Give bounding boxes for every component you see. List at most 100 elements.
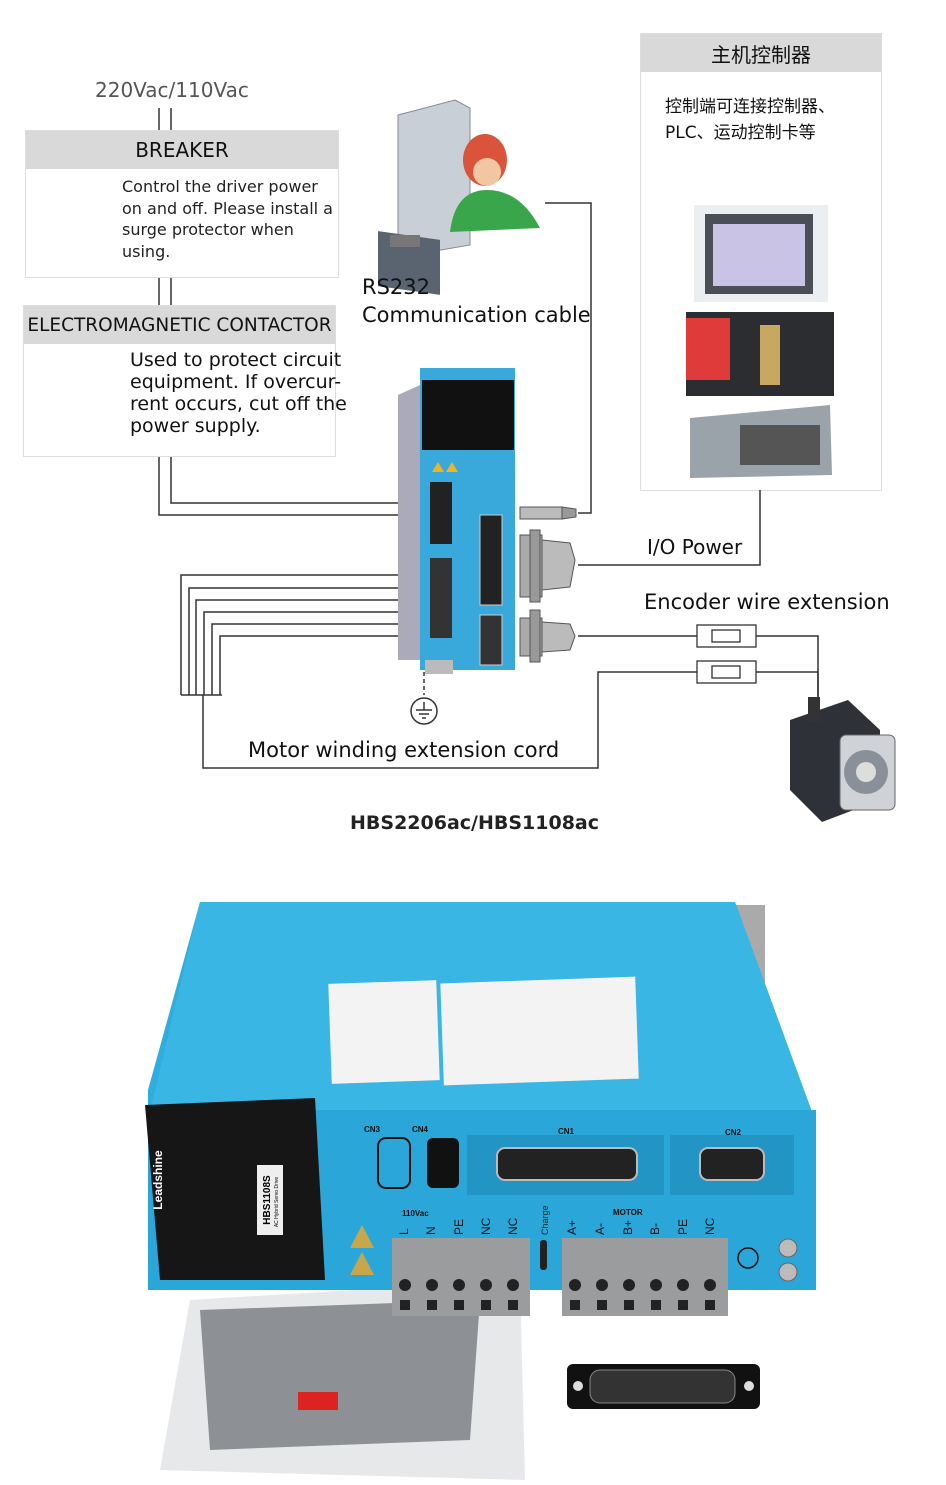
power-terminal-block (392, 1238, 530, 1316)
breaker-title: BREAKER (26, 131, 338, 169)
servo-motor-icon (790, 697, 896, 822)
brand-logo-text: Leadshine (151, 1150, 165, 1210)
wiring-lines-part-part (188, 587, 432, 695)
pc-icon-part (473, 158, 501, 186)
encoder-extension-connector-part (711, 629, 741, 643)
power-terminal-labels-part: L (397, 1228, 411, 1235)
wiring-lines-part-part (180, 574, 432, 695)
wiring-lines-part-part (170, 456, 432, 504)
product-photo-part (350, 1225, 374, 1248)
host-desc-line: 控制端可连接控制器、 (665, 97, 835, 117)
hmi-image-part (713, 224, 805, 286)
cn4-label: CN4 (412, 1125, 429, 1134)
product-photo-part (257, 1165, 283, 1235)
rs232-plug-icon-part (519, 506, 563, 520)
encoder-extension-label: Encoder wire extension (644, 590, 890, 614)
motor-terminal-block-part-part (704, 1279, 716, 1291)
encoder-extension-connector-part (711, 665, 741, 679)
motor-terminal-block-part-part (597, 1300, 607, 1310)
encoder-plug-icon (519, 609, 576, 663)
contactor-box: ELECTROMAGNETIC CONTACTOR (23, 305, 336, 457)
contactor-desc-line: power supply. (130, 415, 261, 437)
product-photo-part (377, 1137, 411, 1189)
rs232-plug-icon (519, 506, 577, 520)
accessory-bag-part (200, 1300, 480, 1450)
db25-connector-part (589, 1369, 736, 1404)
product-photo-part (778, 1238, 798, 1258)
power-terminal-labels-part: N (424, 1226, 438, 1235)
breaker-description: Control the driver power on and off. Ple… (122, 176, 333, 262)
breaker-desc-line: using. (122, 241, 171, 261)
rs232-plug-icon-part (561, 506, 577, 520)
motor-terminal-block-part-part (650, 1279, 662, 1291)
product-photo: HBS1108S AC Hybrid Servo Drive Leadshine… (145, 902, 816, 1480)
motor-terminal-block-part-part (596, 1279, 608, 1291)
power-terminal-block-part-part (453, 1279, 465, 1291)
warning-label (440, 976, 639, 1086)
pc-icon-part (390, 235, 420, 247)
motor-extension-label: Motor winding extension cord (248, 738, 560, 762)
plc-image-part (760, 325, 780, 385)
motor-terminal-block-part-part (705, 1300, 715, 1310)
ipc-image-part (740, 425, 820, 465)
wiring-lines-part-part (211, 623, 432, 695)
product-photo-part (699, 1147, 765, 1181)
db25-connector (567, 1364, 760, 1409)
power-terminal-labels-part: PE (452, 1219, 466, 1235)
motor-terminal-block-part-part (623, 1279, 635, 1291)
contactor-desc-line: Used to protect circuit (130, 349, 342, 371)
motor-terminal-block-part-part (651, 1300, 661, 1310)
wiring-lines-part-part (578, 490, 761, 566)
power-terminal-labels-part: NC (479, 1217, 493, 1235)
host-desc-line: PLC、运动控制卡等 (665, 123, 816, 143)
servo-driver-icon-part (430, 482, 452, 544)
wiring-lines-part-part (195, 599, 432, 695)
model-caption: HBS2206ac/HBS1108ac (350, 812, 600, 834)
motor-terminal-block-part-part (677, 1279, 689, 1291)
db25-connector-part (573, 1381, 583, 1391)
breaker-desc-line: surge protector when (122, 220, 294, 239)
ground-symbol-icon (737, 1247, 759, 1269)
pc-icon (378, 99, 540, 295)
servo-driver-icon-part (479, 614, 503, 666)
power-terminal-block-part-part (507, 1279, 519, 1291)
contactor-desc-line: equipment. If overcur- (130, 371, 342, 393)
pc-icon-part (378, 231, 440, 295)
motor-terminal-block (562, 1238, 728, 1316)
breaker-desc-line: Control the driver power (122, 177, 318, 196)
product-photo-part (540, 1240, 547, 1270)
servo-driver-icon-part (422, 380, 514, 450)
model-sticker-text: HBS1108S (262, 1175, 273, 1225)
power-terminal-labels-part: NC (506, 1217, 520, 1235)
breaker-box: BREAKER (25, 130, 339, 278)
motor-terminal-block-part-part (569, 1279, 581, 1291)
pc-icon-part (397, 99, 471, 256)
wiring-lines-part-part (203, 611, 432, 695)
motor-terminal-labels-part: PE (676, 1219, 690, 1235)
wiring-lines (48, 99, 896, 822)
encoder-extension-connector (696, 624, 757, 684)
power-terminal-block-part-part (481, 1300, 491, 1310)
servo-motor-icon-part (808, 697, 820, 722)
host-controller-description: 控制端可连接控制器、 PLC、运动控制卡等 (665, 94, 835, 146)
plc-image-part (686, 318, 730, 380)
motor-terminal-labels-part: B- (648, 1223, 662, 1235)
rs232-cable-label: Communication cable (362, 303, 591, 327)
ground-icon-part (410, 697, 438, 725)
product-photo-part (427, 1138, 459, 1188)
wiring-lines-part-part (158, 456, 432, 516)
servo-driver-icon-part (479, 514, 503, 606)
wiring-lines-part-part (578, 635, 819, 700)
motor-terminal-block-part-part (570, 1300, 580, 1310)
servo-driver-icon (398, 368, 515, 674)
breaker-desc-line: on and off. Please install a (122, 198, 333, 218)
servo-motor-icon-part (856, 762, 876, 782)
power-terminal-block-part-part (400, 1300, 410, 1310)
wiring-lines-part-part (545, 202, 592, 514)
rs232-label: RS232 (362, 275, 431, 299)
ipc-image (690, 405, 832, 478)
product-photo-part (145, 1098, 325, 1280)
motor-terminal-block-part-part (624, 1300, 634, 1310)
wiring-lines-part (158, 108, 819, 769)
io-plug-icon-part (541, 539, 576, 591)
